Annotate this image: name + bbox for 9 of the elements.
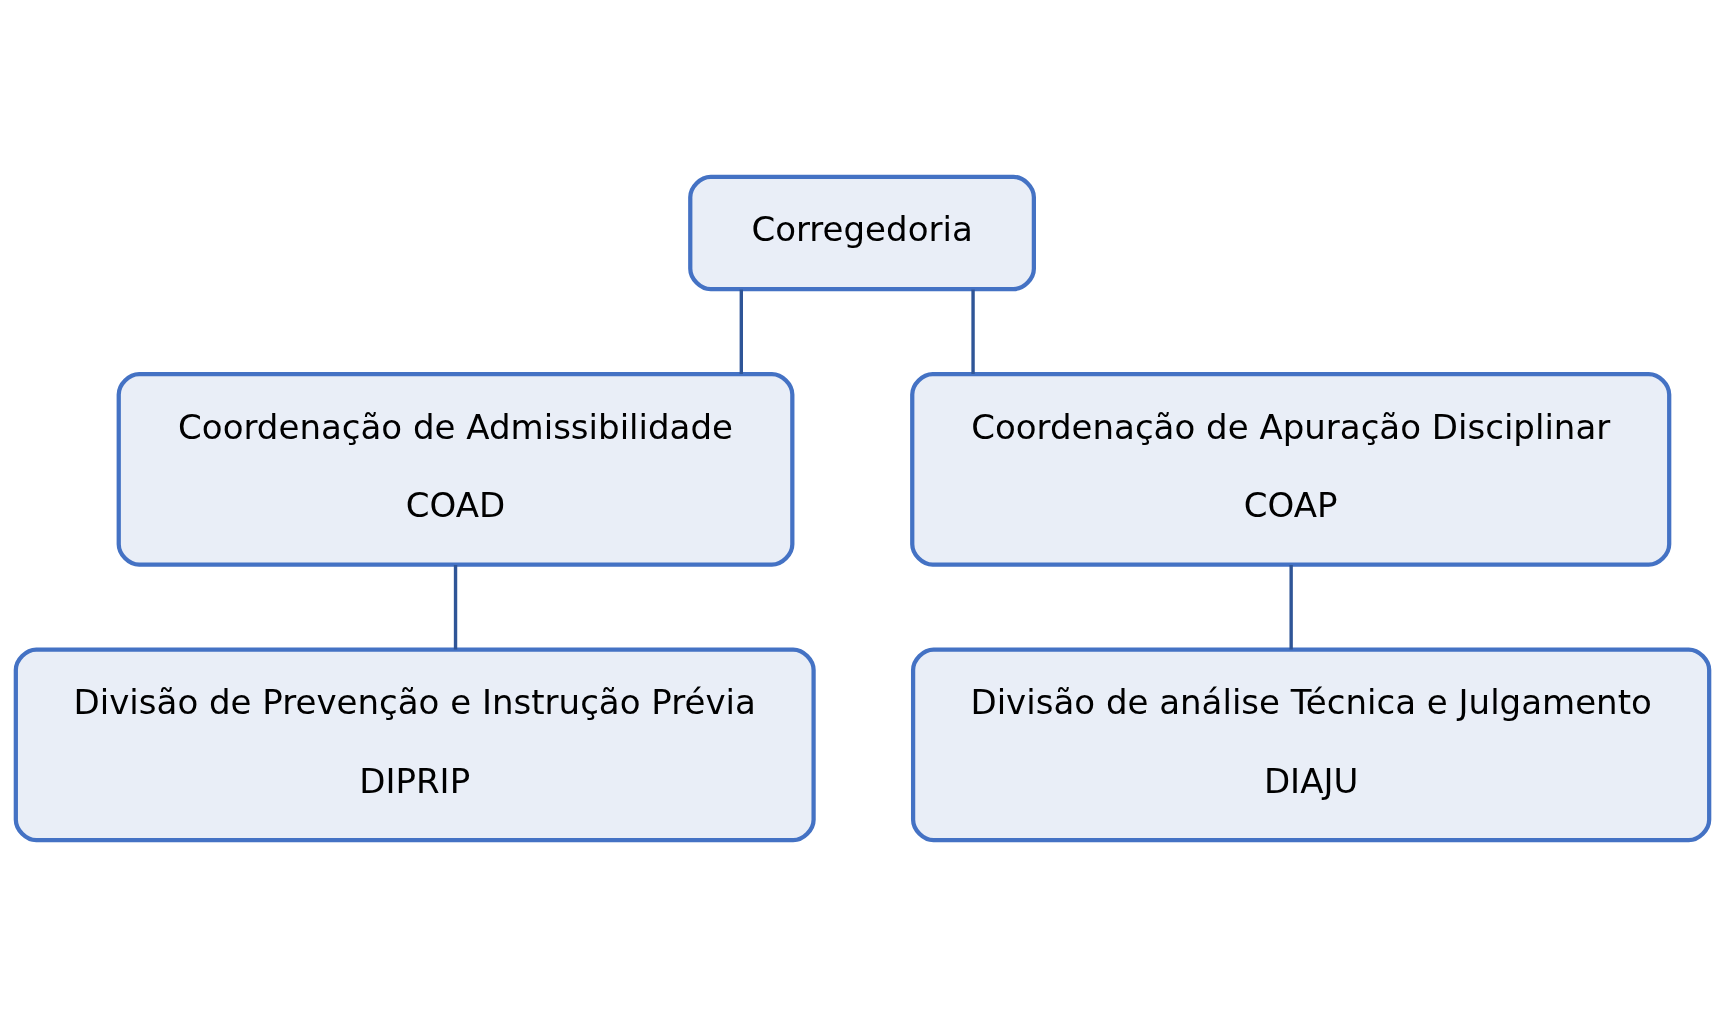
node-box: Divisão de Prevenção e Instrução Prévia DIPRIP (13, 647, 816, 842)
connector (739, 289, 743, 374)
connector (1289, 564, 1293, 649)
node-box: Corregedoria (688, 174, 1036, 291)
node-box: Coordenação de Apuração Disciplinar COAP (910, 371, 1672, 567)
connector (453, 564, 458, 649)
node-box: Coordenação de Admissibilidade COAD (116, 371, 795, 567)
node-box: Divisão de análise Técnica e Julgamento DIAJU (910, 647, 1712, 842)
connector (971, 289, 975, 374)
